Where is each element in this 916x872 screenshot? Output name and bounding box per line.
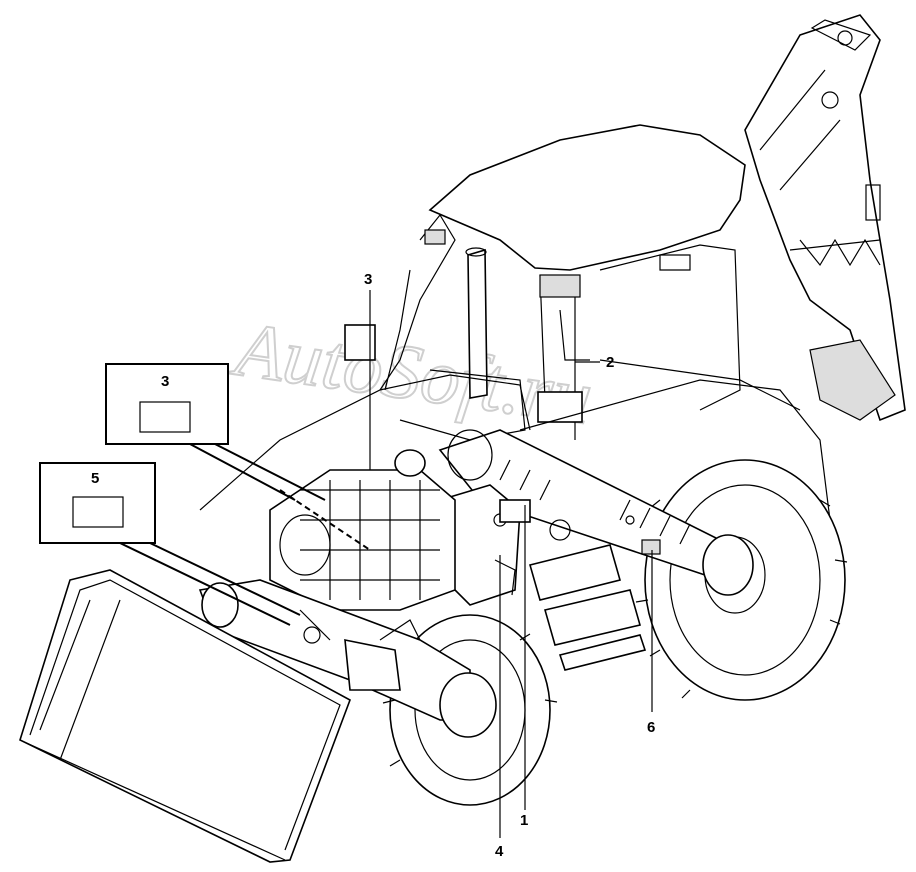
callout-6-label: 6: [647, 719, 655, 736]
callout-1-label: 1: [520, 812, 528, 829]
callout-3-box-label: 3: [161, 373, 169, 390]
front-loader-bucket: [19, 569, 351, 863]
callout-4-label: 4: [495, 843, 504, 860]
callout-3-top-label: 3: [364, 271, 372, 288]
exhaust-stack: [465, 247, 488, 399]
body-panels: [199, 359, 831, 521]
engine: [269, 449, 456, 611]
callout-box-5: 5: [39, 462, 301, 626]
leader-lines: [369, 290, 653, 838]
callout-2-label: 2: [606, 354, 614, 371]
backhoe-arm: [744, 14, 906, 422]
callout-5-box-label: 5: [91, 470, 99, 487]
callout-box-3: 3: [105, 363, 326, 501]
steps: [529, 544, 647, 671]
